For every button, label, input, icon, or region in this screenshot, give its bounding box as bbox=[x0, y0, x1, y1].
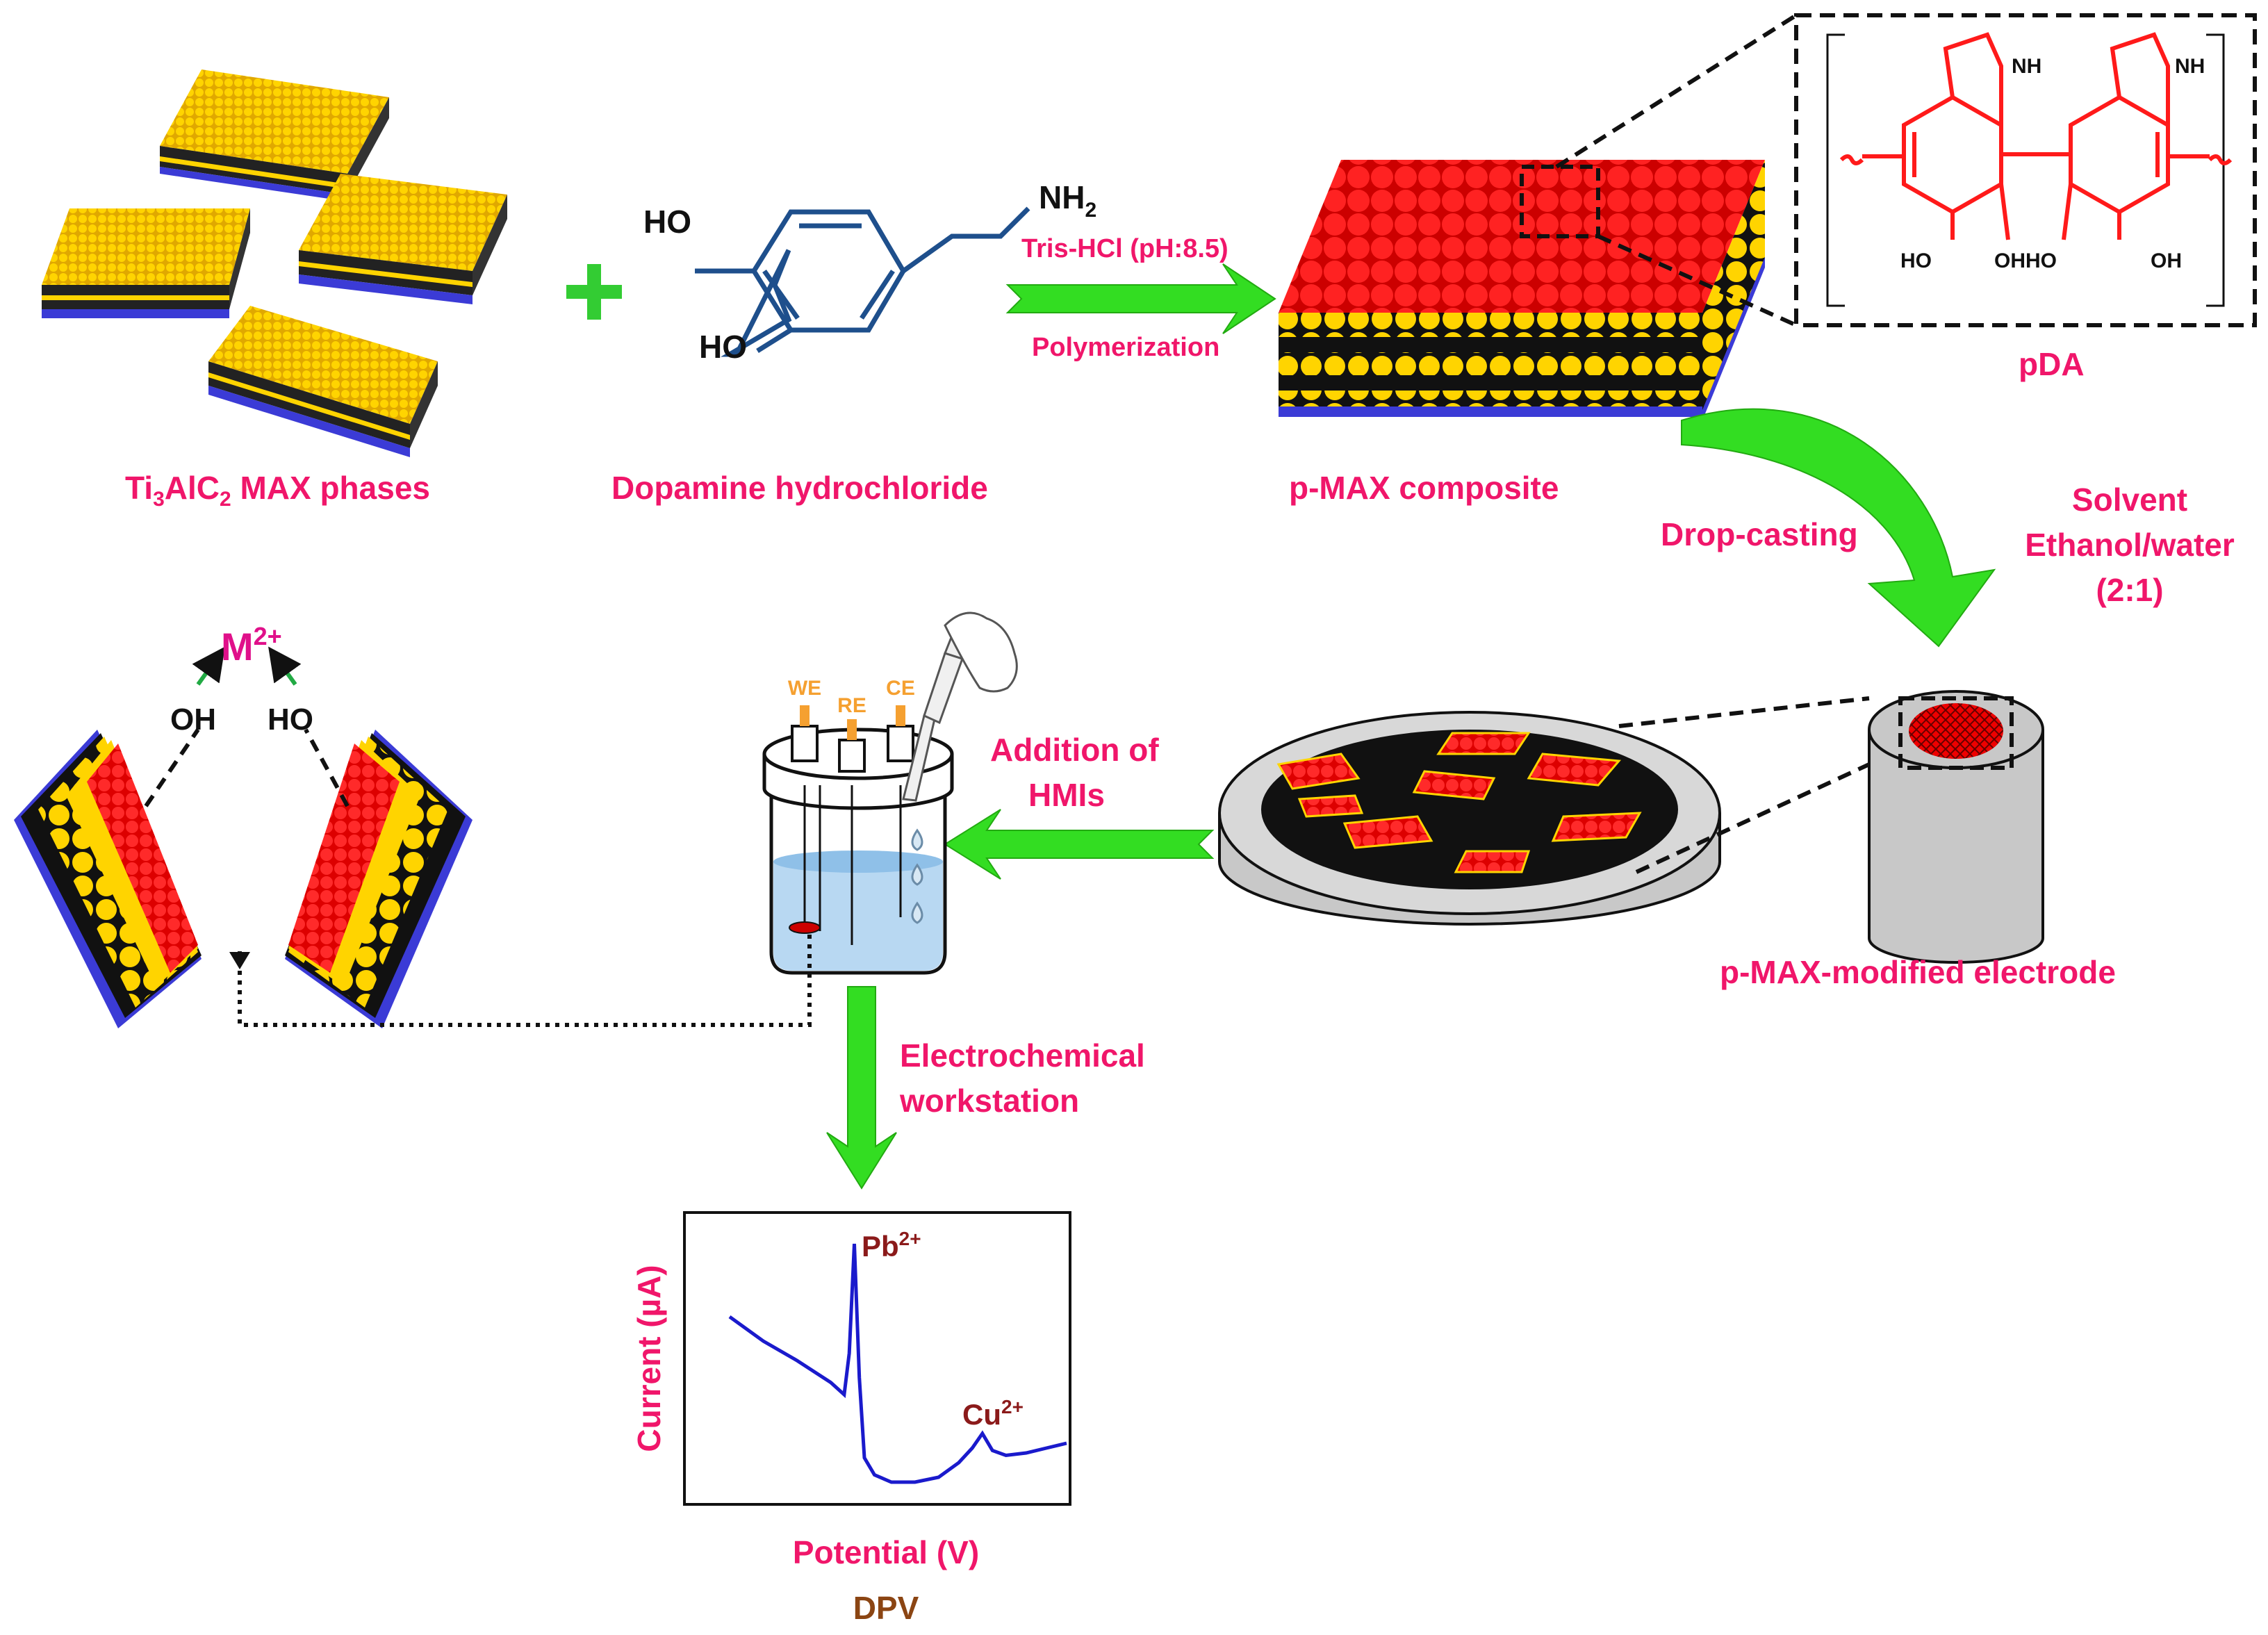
dopamine-structure bbox=[695, 206, 1030, 357]
electrochemical-cell bbox=[762, 611, 1018, 975]
dopamine-nh2: NH2 bbox=[1039, 179, 1096, 222]
pda-nh-right: NH bbox=[2175, 55, 2205, 78]
oh-label: OH bbox=[170, 703, 216, 737]
we-label: WE bbox=[788, 677, 821, 700]
polymerization-arrow bbox=[1005, 263, 1276, 334]
binding-flake-left bbox=[14, 730, 202, 1028]
dopamine-label: Dopamine hydrochloride bbox=[611, 470, 988, 506]
dpv-ylabel: Current (µA) bbox=[631, 1265, 667, 1452]
plus-icon bbox=[566, 264, 622, 320]
zoom-line-lower bbox=[1597, 234, 1798, 327]
addition-arrow bbox=[944, 809, 1215, 880]
solvent-label: Solvent bbox=[2072, 482, 2187, 518]
pda-structure-box: NH NH HO OHHO OH bbox=[1794, 13, 2257, 327]
electrode-disk bbox=[1218, 711, 1721, 926]
disk-zoom-line-upper bbox=[1618, 696, 1870, 728]
dopamine-ho-bottom: HO bbox=[699, 329, 747, 365]
pda-ho-1: HO bbox=[1900, 249, 1932, 272]
droplets bbox=[911, 828, 923, 924]
dpv-xlabel: Potential (V) bbox=[793, 1534, 979, 1570]
re-label: RE bbox=[837, 694, 866, 717]
max-flake-4 bbox=[208, 306, 438, 457]
addition-line1: Addition of bbox=[990, 732, 1159, 768]
pda-ohho: OHHO bbox=[1994, 249, 2057, 272]
drop-casting-label: Drop-casting bbox=[1661, 516, 1858, 552]
ce-label: CE bbox=[886, 677, 915, 700]
annotation-pb: Pb2+ bbox=[862, 1228, 921, 1263]
electrode-label: p-MAX-modified electrode bbox=[1720, 954, 2116, 990]
ethanol-water-label: Ethanol/water bbox=[2025, 527, 2235, 563]
electrode-flakes bbox=[1276, 732, 1642, 873]
drop-casting-arrow bbox=[1681, 408, 1996, 648]
metal-ion-label: M2+ bbox=[221, 622, 282, 668]
bond-line-left bbox=[144, 728, 200, 807]
workstation-arrow bbox=[826, 986, 897, 1190]
bond-line-right bbox=[304, 728, 350, 807]
ratio-label: (2:1) bbox=[2096, 572, 2163, 608]
dpv-label: DPV bbox=[853, 1590, 919, 1626]
workstation-line2: workstation bbox=[899, 1083, 1079, 1119]
zoom-box bbox=[1520, 165, 1600, 238]
max-flake-1 bbox=[160, 69, 389, 202]
tris-label: Tris-HCl (pH:8.5) bbox=[1021, 234, 1228, 263]
max-phase-flakes bbox=[42, 69, 507, 457]
dpv-curve-series bbox=[728, 1243, 1067, 1484]
max-flake-3 bbox=[299, 174, 507, 304]
ho-label: HO bbox=[268, 703, 313, 737]
disk-zoom-line-lower bbox=[1635, 762, 1871, 874]
polymerization-label: Polymerization bbox=[1032, 333, 1219, 362]
binding-flake-right bbox=[285, 730, 472, 1028]
pda-nh-left: NH bbox=[2012, 55, 2041, 78]
pmax-label: p-MAX composite bbox=[1289, 470, 1559, 506]
max-flake-2 bbox=[42, 208, 250, 318]
dotted-connector-head bbox=[229, 952, 250, 969]
arrow-ho-to-metal bbox=[268, 646, 302, 686]
pda-label: pDA bbox=[2019, 346, 2085, 382]
zoom-line-upper bbox=[1555, 13, 1798, 169]
pda-oh-2: OH bbox=[2151, 249, 2182, 272]
pmax-composite bbox=[1279, 160, 1765, 420]
max-phase-label: Ti3AlC2 MAX phases bbox=[125, 470, 430, 511]
workstation-line1: Electrochemical bbox=[900, 1037, 1145, 1074]
arrow-oh-to-metal bbox=[192, 646, 225, 686]
pipette-icon bbox=[902, 611, 1018, 802]
electrode-cylinder bbox=[1868, 690, 2044, 964]
annotation-cu: Cu2+ bbox=[962, 1396, 1024, 1431]
dpv-chart: Pb2+ Cu2+ Current (µA) Potential (V) DPV bbox=[631, 1211, 1071, 1626]
addition-line2: HMIs bbox=[1028, 777, 1105, 813]
dopamine-ho-top: HO bbox=[643, 204, 691, 240]
